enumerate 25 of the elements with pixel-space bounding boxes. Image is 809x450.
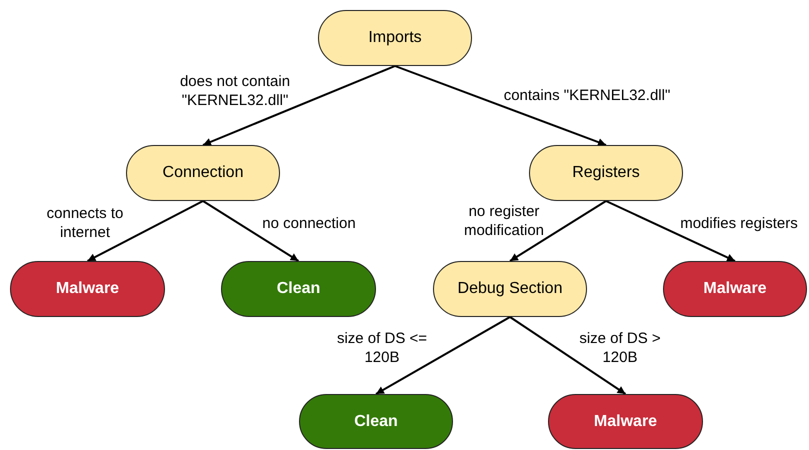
malware-leaf: Malware <box>548 394 703 449</box>
decision-node: Connection <box>126 145 280 201</box>
arrow <box>509 200 607 262</box>
arrow <box>87 200 204 262</box>
arrow <box>606 200 736 262</box>
arrow <box>202 65 396 146</box>
edge-label: does not contain "KERNEL32.dll" <box>178 72 292 110</box>
decision-node: Registers <box>529 145 683 201</box>
edge-label: size of DS <= 120B <box>336 329 428 367</box>
clean-leaf: Clean <box>299 394 453 449</box>
clean-leaf: Clean <box>221 261 376 317</box>
arrow <box>509 316 626 395</box>
edge-label: no register modification <box>462 202 546 240</box>
arrow <box>202 200 300 262</box>
edge-label: modifies registers <box>679 214 799 233</box>
decision-node: Imports <box>318 10 472 66</box>
edge-label: size of DS > 120B <box>578 329 662 367</box>
decision-node: Debug Section <box>433 261 587 317</box>
edge-label: connects to internet <box>46 204 124 242</box>
arrow <box>394 65 606 146</box>
edge-label: contains "KERNEL32.dll" <box>502 86 672 105</box>
arrow <box>376 316 510 395</box>
edge-label: no connection <box>261 214 357 233</box>
malware-leaf: Malware <box>663 261 807 317</box>
malware-leaf: Malware <box>10 261 165 317</box>
